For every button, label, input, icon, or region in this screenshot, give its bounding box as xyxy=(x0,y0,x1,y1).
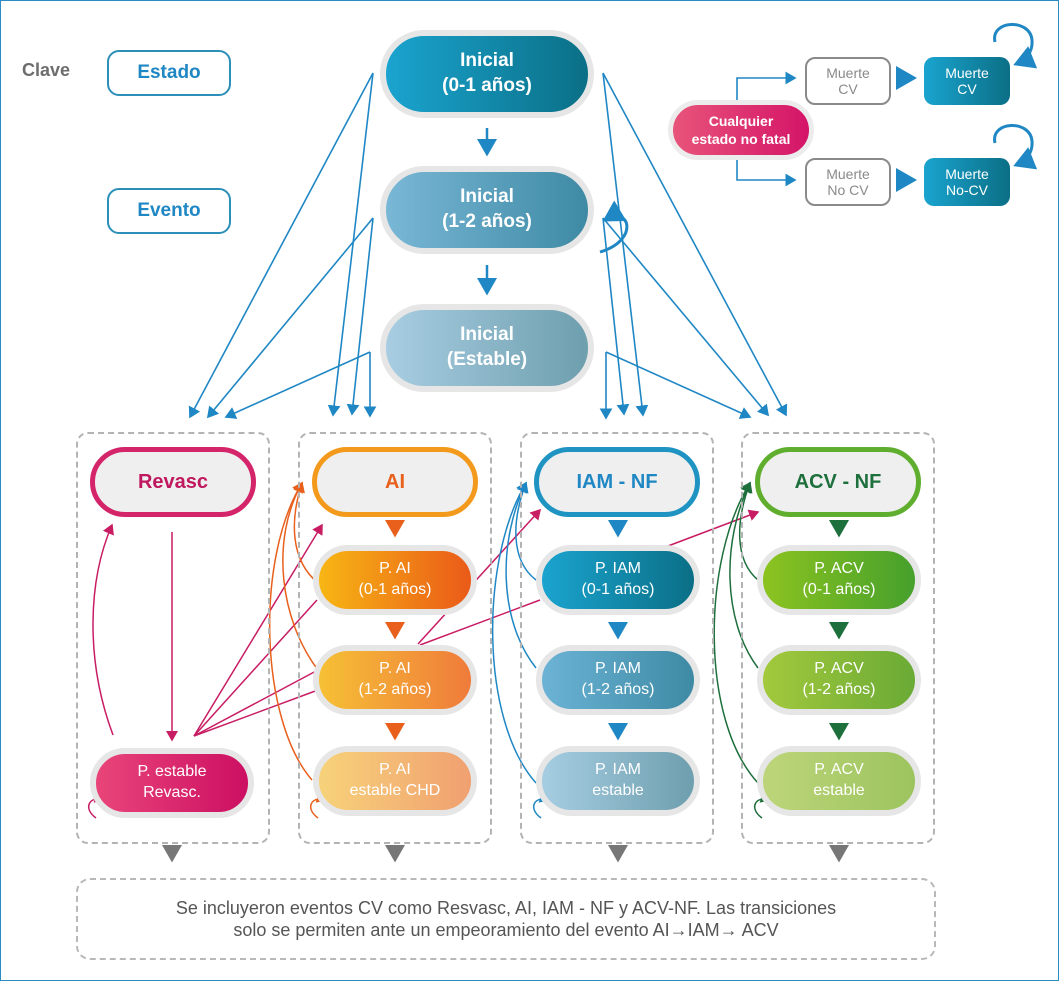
footnote-box: Se incluyeron eventos CV como Resvasc, A… xyxy=(76,878,936,960)
state-label: P. ACV xyxy=(814,660,864,678)
cv-death-state-sublabel: CV xyxy=(957,81,977,97)
noncv-death-event-sublabel: No CV xyxy=(827,182,869,198)
state-iam-1-2: P. IAM (1-2 años) xyxy=(536,645,700,715)
initial-state-sublabel: (Estable) xyxy=(446,349,528,370)
state-label: P. IAM xyxy=(595,761,641,779)
initial-state-sublabel: (1-2 años) xyxy=(442,211,532,232)
state-sublabel: (0-1 años) xyxy=(358,581,432,598)
initial-state-label: Inicial xyxy=(460,186,514,208)
column-iam xyxy=(520,432,714,844)
event-iam-nf: IAM - NF xyxy=(534,447,700,517)
initial-state-1-2: Inicial (1-2 años) xyxy=(380,166,594,254)
column-revasc xyxy=(76,432,270,844)
state-sublabel: estable CHD xyxy=(349,782,441,799)
footnote-line-1: Se incluyeron eventos CV como Resvasc, A… xyxy=(175,897,837,918)
state-label: P. ACV xyxy=(814,761,864,779)
footnote-line-2: solo se permiten ante un empeoramiento d… xyxy=(233,920,779,940)
state-ai-1-2: P. AI (1-2 años) xyxy=(313,645,477,715)
state-label: P. estable xyxy=(137,763,207,781)
noncv-death-state-label: Muerte xyxy=(945,165,989,182)
state-label: P. IAM xyxy=(595,560,641,578)
noncv-death-event-label: Muerte xyxy=(826,165,870,182)
event-revasc: Revasc xyxy=(90,447,256,517)
state-sublabel: (1-2 años) xyxy=(581,681,655,698)
event-ai: AI xyxy=(312,447,478,517)
initial-state-stable: Inicial (Estable) xyxy=(380,304,594,392)
state-label: P. ACV xyxy=(814,560,864,578)
cv-death-state-label: Muerte xyxy=(945,64,989,81)
key-state-box: Estado xyxy=(107,50,231,96)
cv-death-event-label: Muerte xyxy=(826,64,870,81)
state-sublabel: (1-2 años) xyxy=(358,681,432,698)
state-acv-0-1: P. ACV (0-1 años) xyxy=(757,545,921,615)
state-sublabel: (1-2 años) xyxy=(802,681,876,698)
state-label: P. AI xyxy=(379,660,411,678)
state-sublabel: (0-1 años) xyxy=(802,581,876,598)
column-acv xyxy=(741,432,935,844)
cv-death-event-sublabel: CV xyxy=(838,81,858,97)
any-nonfatal-sublabel: estado no fatal xyxy=(691,131,791,147)
state-iam-stable: P. IAM estable xyxy=(536,746,700,816)
state-label: P. AI xyxy=(379,560,411,578)
initial-state-sublabel: (0-1 años) xyxy=(442,75,532,96)
initial-state-label: Inicial xyxy=(460,50,514,72)
initial-state-0-1: Inicial (0-1 años) xyxy=(380,30,594,118)
any-nonfatal-state: Cualquier estado no fatal xyxy=(668,100,814,160)
event-acv-nf: ACV - NF xyxy=(755,447,921,517)
state-acv-stable: P. ACV estable xyxy=(757,746,921,816)
column-ai xyxy=(298,432,492,844)
initial-state-label: Inicial xyxy=(460,324,514,346)
state-label: P. IAM xyxy=(595,660,641,678)
state-sublabel: estable xyxy=(813,782,865,799)
noncv-death-state-sublabel: No-CV xyxy=(945,182,988,198)
state-sublabel: Revasc. xyxy=(143,784,201,801)
any-nonfatal-label: Cualquier xyxy=(708,112,774,129)
state-sublabel: estable xyxy=(592,782,644,799)
state-iam-0-1: P. IAM (0-1 años) xyxy=(536,545,700,615)
state-label: P. AI xyxy=(379,761,411,779)
state-acv-1-2: P. ACV (1-2 años) xyxy=(757,645,921,715)
state-sublabel: (0-1 años) xyxy=(581,581,655,598)
key-event-box: Evento xyxy=(107,188,231,234)
key-label: Clave xyxy=(22,60,71,80)
state-ai-stable-chd: P. AI estable CHD xyxy=(313,746,477,816)
state-ai-0-1: P. AI (0-1 años) xyxy=(313,545,477,615)
